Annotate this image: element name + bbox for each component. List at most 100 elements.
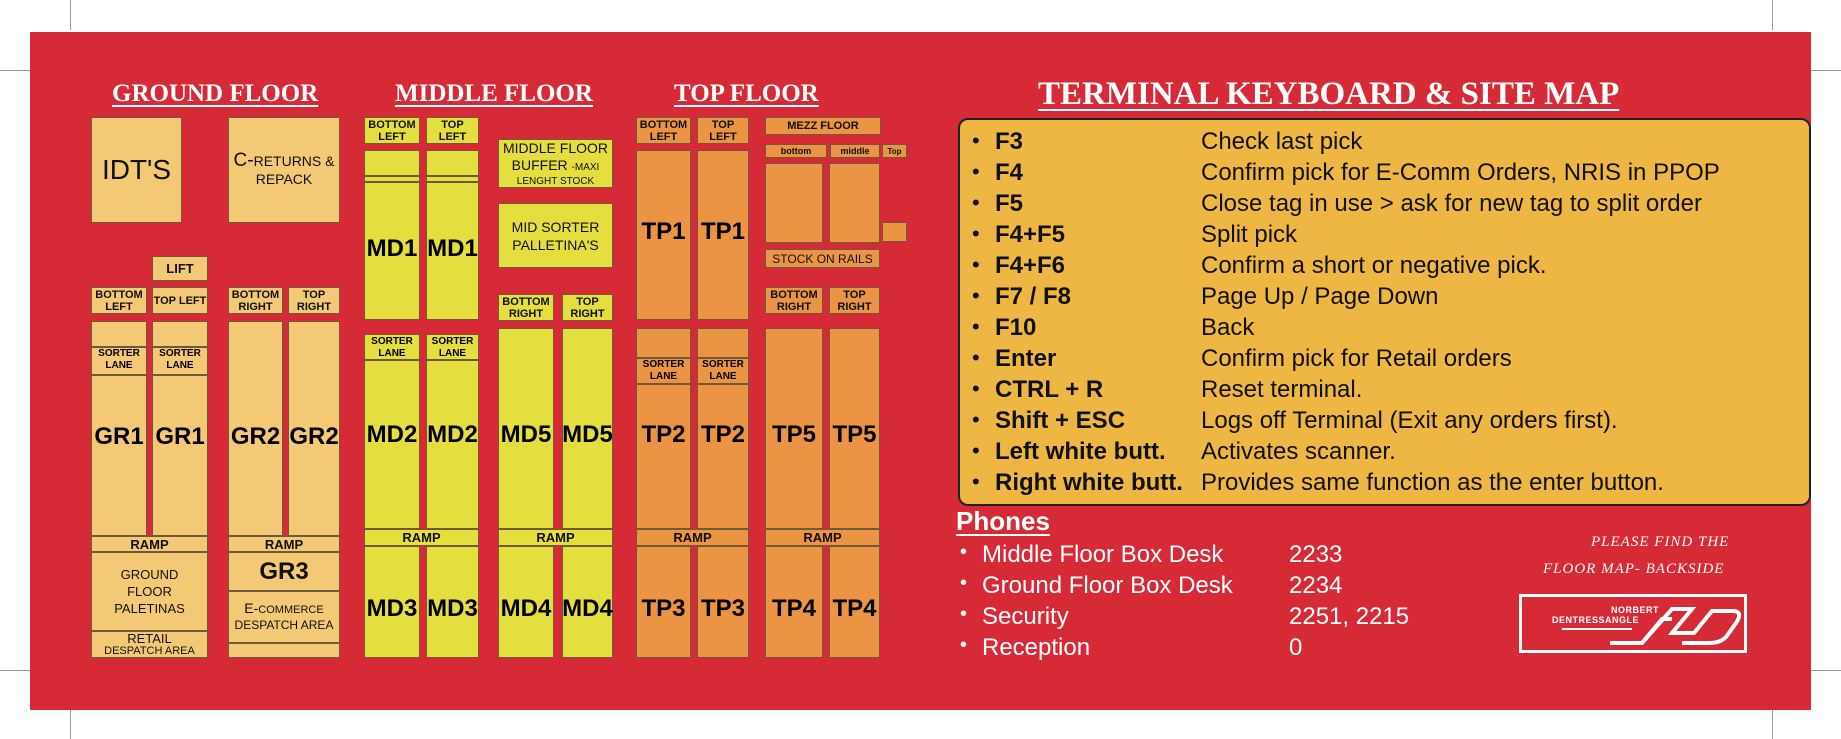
bullet: • <box>972 438 980 463</box>
shortcut-key: Left white butt. <box>995 438 1166 465</box>
shortcut-key: Right white butt. <box>995 469 1183 496</box>
tp1-left-label: TP1 <box>641 218 686 245</box>
shortcut-desc: Confirm a short or negative pick. <box>1201 252 1547 279</box>
bullet: • <box>960 603 968 625</box>
crop-mark <box>70 0 71 30</box>
md2-right-sorter-lane: SORTER LANE <box>431 336 474 359</box>
tp4-right-bay <box>829 546 880 658</box>
md1-right-label: MD1 <box>427 235 478 262</box>
bullet: • <box>972 190 980 215</box>
gr2-right-label: GR2 <box>289 423 339 450</box>
tp2-left-bay <box>636 328 691 529</box>
tp2-right-sorter-lane: SORTER LANE <box>702 359 744 382</box>
shortcut-desc: Check last pick <box>1201 128 1363 155</box>
gr2-left-bay <box>228 321 283 536</box>
divider <box>364 181 420 183</box>
keyboard-shortcuts-panel: • F3 Check last pick • F4 Confirm pick for E… <box>958 118 1811 506</box>
tp3-left-bay <box>636 546 691 658</box>
bullet: • <box>972 314 980 339</box>
gr2-ramp: RAMP <box>228 536 340 552</box>
phone-name: Reception <box>982 634 1091 661</box>
phone-number: 2251, 2215 <box>1289 603 1410 630</box>
tp4-left-bay <box>765 546 823 658</box>
mezz-middle-bay <box>829 163 880 243</box>
company-logo: NORBERT DENTRESSANGLE <box>1519 594 1747 653</box>
tp3-right-label: TP3 <box>700 595 745 622</box>
md2-left-bay <box>364 334 420 529</box>
md2-left-label: MD2 <box>366 421 418 448</box>
shortcut-key: F10 <box>995 314 1037 341</box>
tp5-ramp: RAMP <box>765 529 880 546</box>
md2-ramp: RAMP <box>364 529 479 546</box>
mezz-middle-label: middle <box>830 144 880 158</box>
shortcut-desc: Back <box>1201 314 1255 341</box>
crop-mark <box>1772 710 1773 739</box>
md4-right-bay <box>562 546 613 658</box>
crop-mark <box>0 670 30 671</box>
tp2-left-label: TP2 <box>641 421 686 448</box>
shortcut-desc: Page Up / Page Down <box>1201 283 1439 310</box>
bullet: • <box>972 252 980 277</box>
gr1-right-sorter-lane: SORTER LANE <box>159 348 201 371</box>
md5-left-label: MD5 <box>500 421 552 448</box>
bullet: • <box>972 159 980 184</box>
shortcut-key: F4 <box>995 159 1024 186</box>
bullet: • <box>960 572 968 594</box>
divider <box>152 374 208 376</box>
crop-mark <box>1811 70 1841 71</box>
tp-top-right: TOP RIGHT <box>829 287 880 314</box>
md-top-right: TOP RIGHT <box>562 294 613 321</box>
md-top-left: TOP LEFT <box>426 117 479 144</box>
shortcut-desc: Confirm pick for E-Comm Orders, NRIS in … <box>1201 159 1720 186</box>
md5-ramp: RAMP <box>498 529 613 546</box>
gr-top-right: TOP RIGHT <box>288 287 340 314</box>
md1-left-bay <box>364 150 420 320</box>
tp4-right-label: TP4 <box>832 595 877 622</box>
gr3-area: GR3 <box>228 552 340 591</box>
crop-mark <box>1772 0 1773 30</box>
phone-name: Ground Floor Box Desk <box>982 572 1233 599</box>
divider <box>636 383 691 385</box>
shortcut-key: F3 <box>995 128 1024 155</box>
bullet: • <box>972 376 980 401</box>
divider <box>91 374 147 376</box>
shortcut-key: CTRL + R <box>995 376 1104 403</box>
mezz-top-label: Top <box>882 144 907 158</box>
gr-top-left: TOP LEFT <box>152 287 208 314</box>
gr2-right-bay <box>288 321 340 536</box>
gr1-right-bay <box>152 321 208 536</box>
divider <box>364 359 420 361</box>
divider <box>426 175 479 177</box>
floor-map-notice-line1: PLEASE FIND THE <box>1591 534 1730 550</box>
crop-mark <box>1811 670 1841 671</box>
divider <box>636 357 691 359</box>
divider <box>426 359 479 361</box>
logo-text-line2: DENTRESSANGLE <box>1552 615 1640 625</box>
shortcut-key: Shift + ESC <box>995 407 1126 434</box>
shortcut-desc: Close tag in use > ask for new tag to sp… <box>1201 190 1702 217</box>
gr1-left-sorter-lane: SORTER LANE <box>98 348 140 371</box>
tp1-right-label: TP1 <box>700 218 745 245</box>
gr-bottom-right: BOTTOM RIGHT <box>228 287 283 314</box>
returns-label: RETURNS & <box>253 153 335 169</box>
crop-mark <box>0 70 30 71</box>
md1-right-bay <box>426 150 479 320</box>
shortcut-key: F4+F6 <box>995 252 1066 279</box>
shortcut-desc: Activates scanner. <box>1201 438 1396 465</box>
shortcut-key: F4+F5 <box>995 221 1066 248</box>
tp-top-left: TOP LEFT <box>697 117 749 144</box>
phone-number: 2234 <box>1289 572 1343 599</box>
divider <box>91 346 147 348</box>
phone-number: 0 <box>1289 634 1303 661</box>
md2-right-bay <box>426 334 479 529</box>
paletinas-area: GROUND FLOOR PALETINAS <box>91 552 208 631</box>
md-bottom-right: BOTTOM RIGHT <box>498 294 554 321</box>
logo-mark-icon <box>1562 607 1742 645</box>
idts-label: IDT'S <box>101 154 172 185</box>
divider <box>152 346 208 348</box>
phone-number: 2233 <box>1289 541 1343 568</box>
divider <box>697 383 749 385</box>
middle-floor-title: MIDDLE FLOOR <box>395 80 593 107</box>
md5-left-bay <box>498 328 554 529</box>
md3-right-bay <box>426 546 479 658</box>
